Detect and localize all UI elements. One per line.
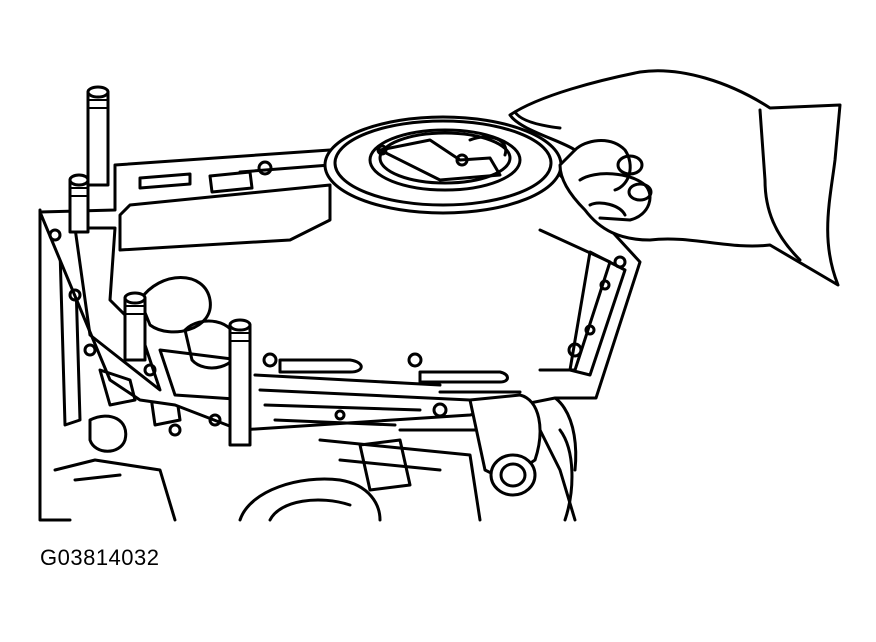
guide-bolts: [68, 85, 252, 447]
case-boss: [358, 393, 542, 497]
figure-code: G03814032: [40, 545, 160, 570]
hand: [508, 69, 842, 287]
gasket: [323, 115, 563, 215]
separator-plate: [38, 148, 642, 437]
